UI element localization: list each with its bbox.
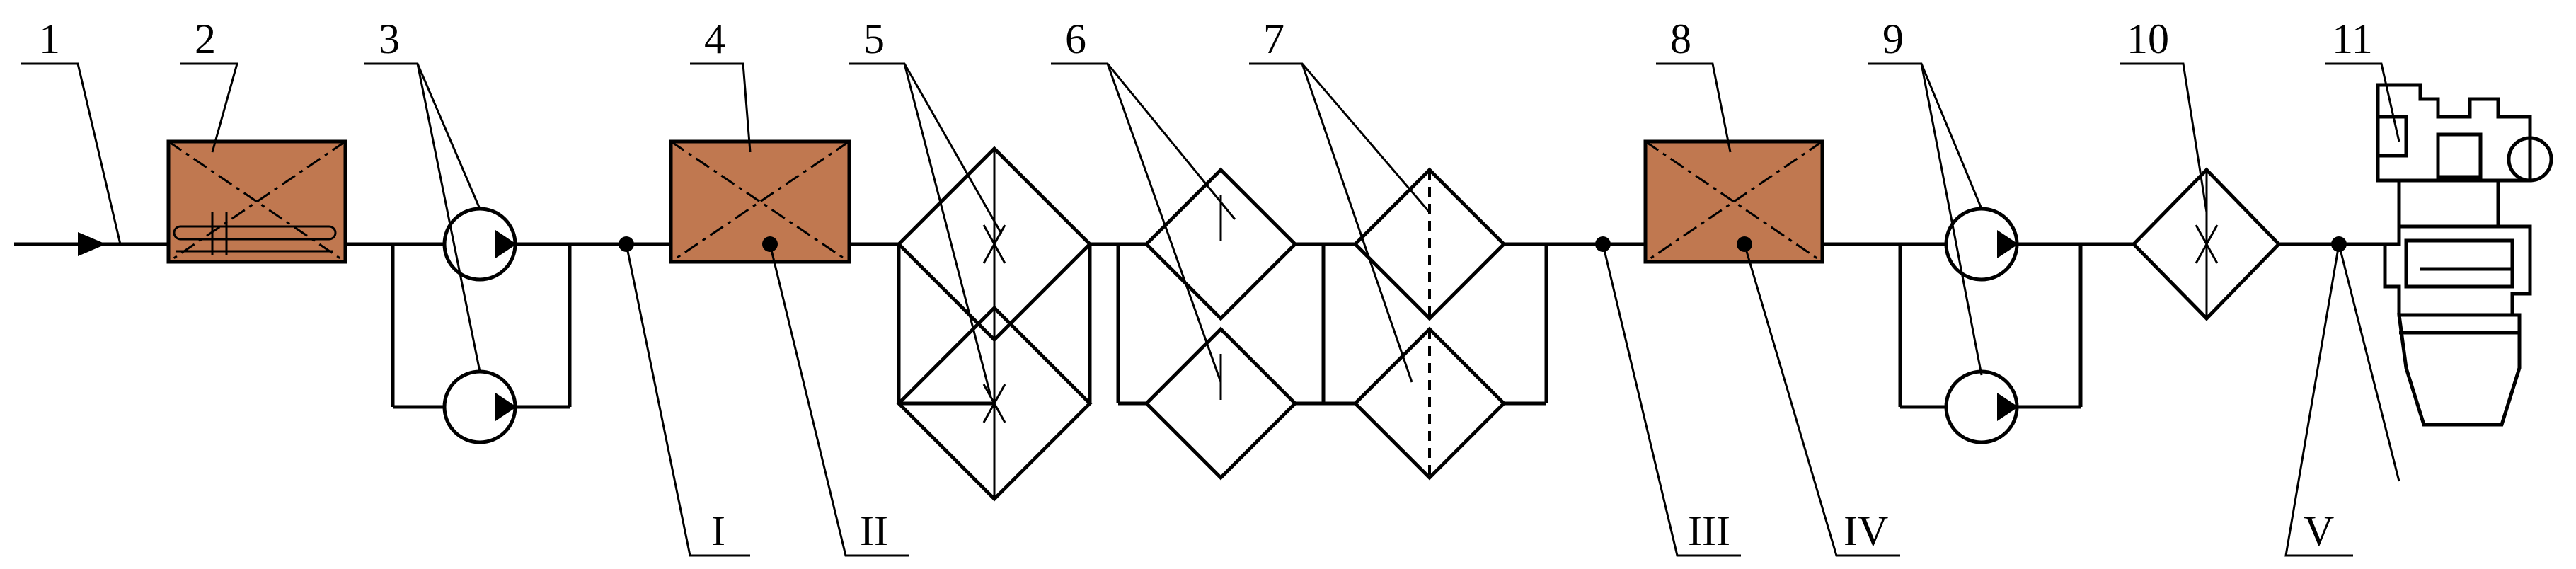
label-5: 5 [863, 16, 885, 62]
label-point-IV: IV [1844, 507, 1888, 554]
label-point-V: V [2304, 507, 2334, 554]
separator-icon [896, 305, 1093, 502]
filter-icon [1144, 326, 1298, 481]
label-11: 11 [2332, 16, 2373, 62]
label-point-III: III [1688, 507, 1730, 554]
pump-icon [442, 207, 517, 282]
inlet-arrow-icon [78, 232, 106, 256]
label-6: 6 [1065, 16, 1086, 62]
pump-icon [1944, 369, 2019, 444]
heating-coil-icon [173, 212, 337, 255]
leader-lines [21, 62, 2400, 397]
fine-filter-icon [1352, 326, 1507, 481]
label-3: 3 [379, 16, 400, 62]
heated-tank [166, 139, 347, 264]
pump-icon [442, 369, 517, 444]
point-labels: I II III IV V [711, 507, 2334, 554]
separator-10 [2131, 167, 2282, 321]
main-flow-line [14, 232, 2399, 256]
tank-8 [1643, 139, 1824, 264]
fine-filter-group-7 [1323, 167, 1548, 481]
leader-lines-bottom [625, 243, 2400, 557]
fine-filter-icon [1352, 167, 1507, 321]
tank-4 [669, 139, 851, 264]
component-labels: 1 2 3 4 5 6 7 8 9 10 11 [39, 16, 2373, 62]
label-4: 4 [704, 16, 725, 62]
label-8: 8 [1670, 16, 1691, 62]
separator-group-5 [896, 146, 1093, 502]
label-10: 10 [2127, 16, 2169, 62]
label-9: 9 [1882, 16, 1904, 62]
filter-group-6 [1116, 167, 1326, 481]
label-2: 2 [195, 16, 216, 62]
label-1: 1 [39, 16, 60, 62]
label-7: 7 [1263, 16, 1284, 62]
filter-icon [1144, 167, 1298, 321]
engine-icon [2376, 83, 2553, 427]
label-point-I: I [711, 507, 725, 554]
label-point-II: II [860, 507, 888, 554]
